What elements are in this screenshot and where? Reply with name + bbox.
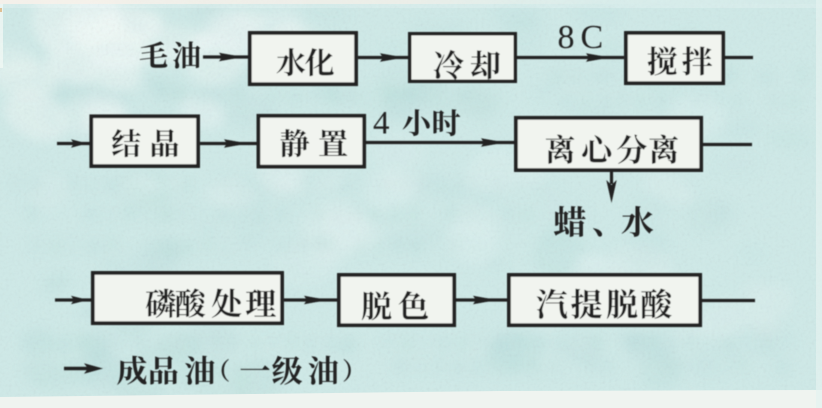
svg-text:8: 8: [558, 19, 575, 56]
svg-text:4: 4: [373, 106, 390, 142]
svg-text:C: C: [581, 19, 604, 56]
